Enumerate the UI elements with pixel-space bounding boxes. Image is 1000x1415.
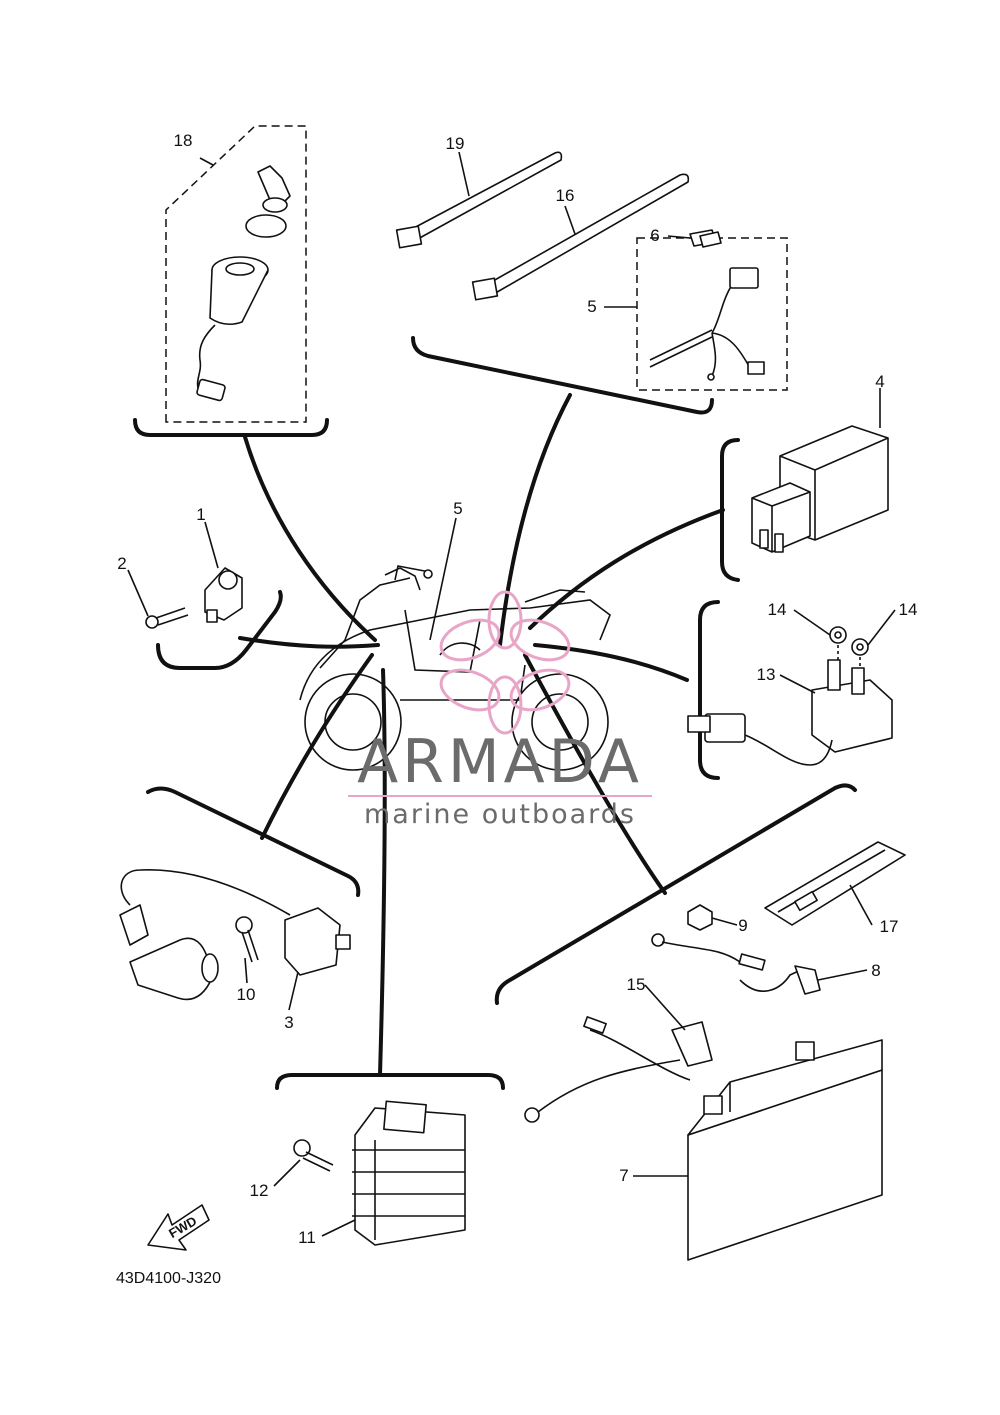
watermark: ARMADA marine outboards [348, 590, 652, 830]
callout-9: 9 [738, 916, 747, 935]
part-8-minus-lead [651, 933, 821, 995]
callout-15: 15 [627, 975, 646, 994]
part-12-bolt [293, 1139, 334, 1172]
part-11-rectifier [352, 1100, 466, 1246]
part-13-starter-relay [687, 626, 893, 766]
callout-labels: 18 19 16 6 5 4 5 1 2 14 14 13 3 10 9 17 … [117, 131, 917, 1247]
callout-1: 1 [196, 505, 205, 524]
watermark-tagline: marine outboards [364, 799, 636, 830]
diagram-code: 43D4100-J320 [116, 1270, 221, 1287]
part-10-bolt [235, 916, 259, 963]
part-19-cable-tie [395, 151, 563, 249]
part-7-battery [687, 1039, 883, 1261]
callout-14-right: 14 [899, 600, 918, 619]
watermark-brand: ARMADA [357, 727, 643, 797]
callout-2: 2 [117, 554, 126, 573]
callout-19: 19 [446, 134, 465, 153]
callout-10: 10 [237, 985, 256, 1004]
fwd-arrow-icon: FWD [147, 1204, 210, 1251]
watermark-logo-icon [439, 590, 571, 735]
part-2-screw [145, 607, 189, 629]
part-17-battery-band [764, 841, 906, 926]
leader-lines [238, 393, 725, 1077]
callout-5-harness: 5 [587, 297, 596, 316]
part-9-cap [687, 904, 713, 931]
callout-13: 13 [757, 665, 776, 684]
callout-11: 11 [298, 1228, 316, 1247]
callout-5-machine: 5 [453, 499, 462, 518]
callout-16: 16 [556, 186, 575, 205]
callout-8: 8 [871, 961, 880, 980]
group-brackets [133, 336, 857, 1090]
part-15-plus-lead [524, 1016, 713, 1123]
callout-14-left: 14 [768, 600, 787, 619]
part-16-cable-tie [471, 173, 690, 301]
part-3-ignition-coil [119, 868, 351, 1001]
part-18-main-switch-group [165, 125, 307, 423]
callout-leaders [127, 151, 896, 1237]
part-4-relay-unit [751, 425, 889, 553]
callout-12: 12 [250, 1181, 269, 1200]
callout-4: 4 [875, 372, 884, 391]
part-1-sensor [204, 567, 243, 623]
callout-17: 17 [880, 917, 899, 936]
callout-18: 18 [174, 131, 193, 150]
callout-6: 6 [650, 226, 659, 245]
callout-7: 7 [619, 1166, 628, 1185]
part-5-wire-harness-group [636, 229, 788, 391]
callout-3: 3 [284, 1013, 293, 1032]
